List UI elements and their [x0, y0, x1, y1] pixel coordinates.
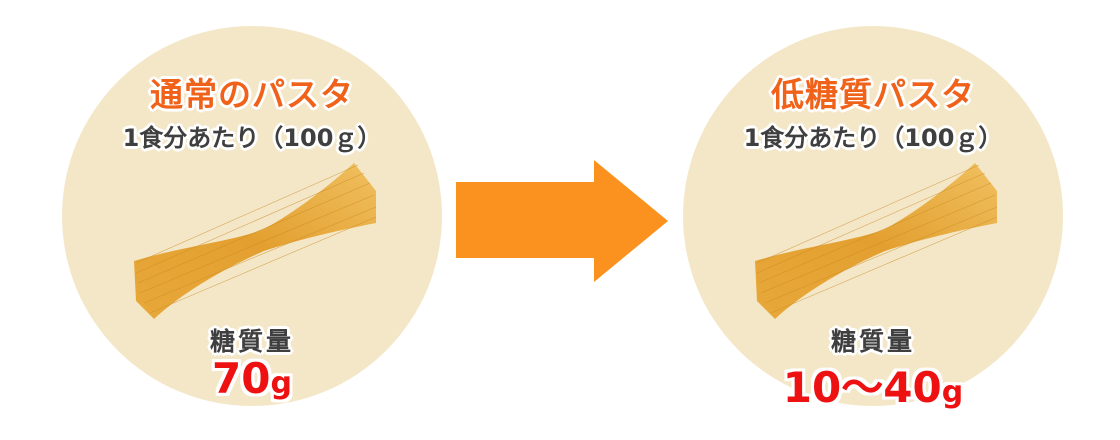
- serving-size: 1食分あたり（100ｇ）: [743, 124, 1003, 152]
- serving-size: 1食分あたり（100ｇ）: [122, 124, 382, 152]
- spaghetti-image: [134, 163, 377, 319]
- carb-value: 10〜40g: [683, 354, 1063, 415]
- panel-title: 通常のパスタ: [150, 75, 354, 114]
- carb-label: 糖質量: [830, 327, 915, 356]
- low-carb-pasta-panel: 低糖質パスタ 1食分あたり（100ｇ） 糖質量 10〜40g: [683, 26, 1063, 412]
- carb-unit: g: [941, 375, 964, 410]
- carb-label: 糖質量: [209, 327, 294, 356]
- carb-amount: 10〜40: [782, 363, 942, 412]
- normal-pasta-panel: 通常のパスタ 1食分あたり（100ｇ） 糖質量 70g: [62, 26, 442, 406]
- spaghetti-image: [755, 163, 998, 319]
- carb-value: 70g: [62, 354, 442, 403]
- carb-amount: 70: [212, 354, 271, 403]
- right-arrow-icon: [456, 160, 668, 282]
- carb-unit: g: [270, 366, 292, 401]
- panel-title: 低糖質パスタ: [771, 75, 975, 114]
